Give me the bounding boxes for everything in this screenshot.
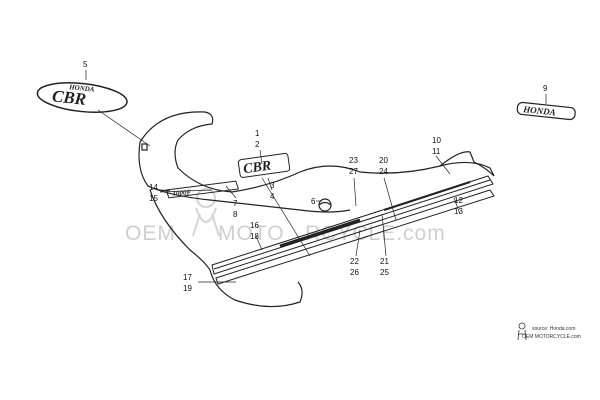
callout-12: 12	[454, 196, 463, 205]
leader-7-8	[225, 185, 237, 199]
tank-logo-model: CBR	[51, 86, 87, 108]
callout-4: 4	[270, 192, 275, 201]
leader-lines	[85, 70, 547, 283]
tail-logo-decal: HONDA	[516, 101, 576, 121]
credit-rider-body	[517, 329, 527, 341]
tank-logo-brand: HONDA	[68, 83, 95, 94]
callout-25: 25	[380, 268, 389, 277]
fairing-vent-icon	[141, 143, 148, 151]
callout-16: 16	[250, 221, 259, 230]
side-stripe-rear-accent	[383, 181, 471, 211]
callout-17: 17	[183, 273, 192, 282]
callout-20: 20	[379, 156, 388, 165]
lower-cowl-outline	[209, 269, 303, 308]
fairing-logo-model: CBR	[242, 159, 272, 178]
callout-26: 26	[350, 268, 359, 277]
fairing-body	[138, 111, 495, 308]
fairing-lower-front	[149, 189, 211, 271]
credit-source: source: Honda.com	[532, 326, 575, 332]
fairing-logo-decal: CBR	[237, 152, 291, 178]
callout-23: 23	[349, 156, 358, 165]
leader-3-stripe	[261, 177, 311, 257]
watermark-left: OEM	[125, 222, 176, 245]
leader-22-26	[355, 229, 361, 257]
callout-13: 13	[454, 207, 463, 216]
side-stripe-inner-line	[213, 179, 491, 270]
callout-15: 15	[149, 194, 158, 203]
watermark-mid: MOTO	[218, 222, 285, 245]
callout-27: 27	[349, 167, 358, 176]
callout-10: 10	[432, 136, 441, 145]
callout-21: 21	[380, 257, 389, 266]
upper-cowl-outline	[139, 111, 233, 193]
callout-19: 19	[183, 284, 192, 293]
leader-16-18	[255, 235, 263, 251]
watermark-rider-head-icon	[196, 188, 216, 208]
credit-rider-icon	[518, 322, 526, 330]
tail-logo-brand: HONDA	[522, 104, 556, 117]
callout-18: 18	[250, 232, 259, 241]
leader-12-13	[453, 197, 461, 215]
tank-top-line	[231, 161, 495, 193]
leader-1-2	[259, 149, 263, 165]
watermark-rider-icon	[192, 207, 220, 237]
source-credit: source: Honda.com OEM MOTORCYCLE.com	[517, 322, 581, 341]
tank-logo-decal: CBR HONDA	[36, 82, 128, 113]
callout-7: 7	[233, 199, 238, 208]
side-panel-line	[147, 185, 351, 213]
leader-14-15	[159, 189, 213, 193]
callout-24: 24	[379, 167, 388, 176]
tank-logo-outline	[36, 82, 128, 113]
callout-9: 9	[543, 84, 548, 93]
side-model-text: 1000F	[172, 188, 192, 197]
callout-6: 6	[311, 197, 316, 206]
leader-5-body	[97, 109, 151, 147]
tail-logo-outline	[516, 101, 576, 121]
callout-11: 11	[432, 147, 441, 156]
callout-5: 5	[83, 60, 88, 69]
callout-22: 22	[350, 257, 359, 266]
leader-23-27	[353, 177, 357, 207]
side-model-outline	[165, 180, 240, 199]
seat-tail-outline	[439, 151, 495, 177]
callout-14: 14	[149, 183, 158, 192]
leader-21-25	[381, 213, 387, 257]
fuel-cap-latch	[318, 201, 332, 206]
side-stripe-accent	[279, 218, 361, 248]
leader-10-11	[435, 155, 451, 175]
callout-1: 1	[255, 129, 260, 138]
side-model-decal: 1000F	[165, 180, 240, 199]
callout-2: 2	[255, 140, 260, 149]
callout-8: 8	[233, 210, 238, 219]
leader-20-24	[383, 177, 397, 221]
callouts: 5 9 1 2 3 4 10 11 20 24 23 27 14 15 7 8 …	[83, 60, 548, 293]
callout-3: 3	[270, 181, 275, 190]
credit-site: OEM MOTORCYCLE.com	[522, 334, 581, 340]
leader-3-4	[267, 177, 273, 191]
fairing-logo-outline	[237, 152, 291, 178]
